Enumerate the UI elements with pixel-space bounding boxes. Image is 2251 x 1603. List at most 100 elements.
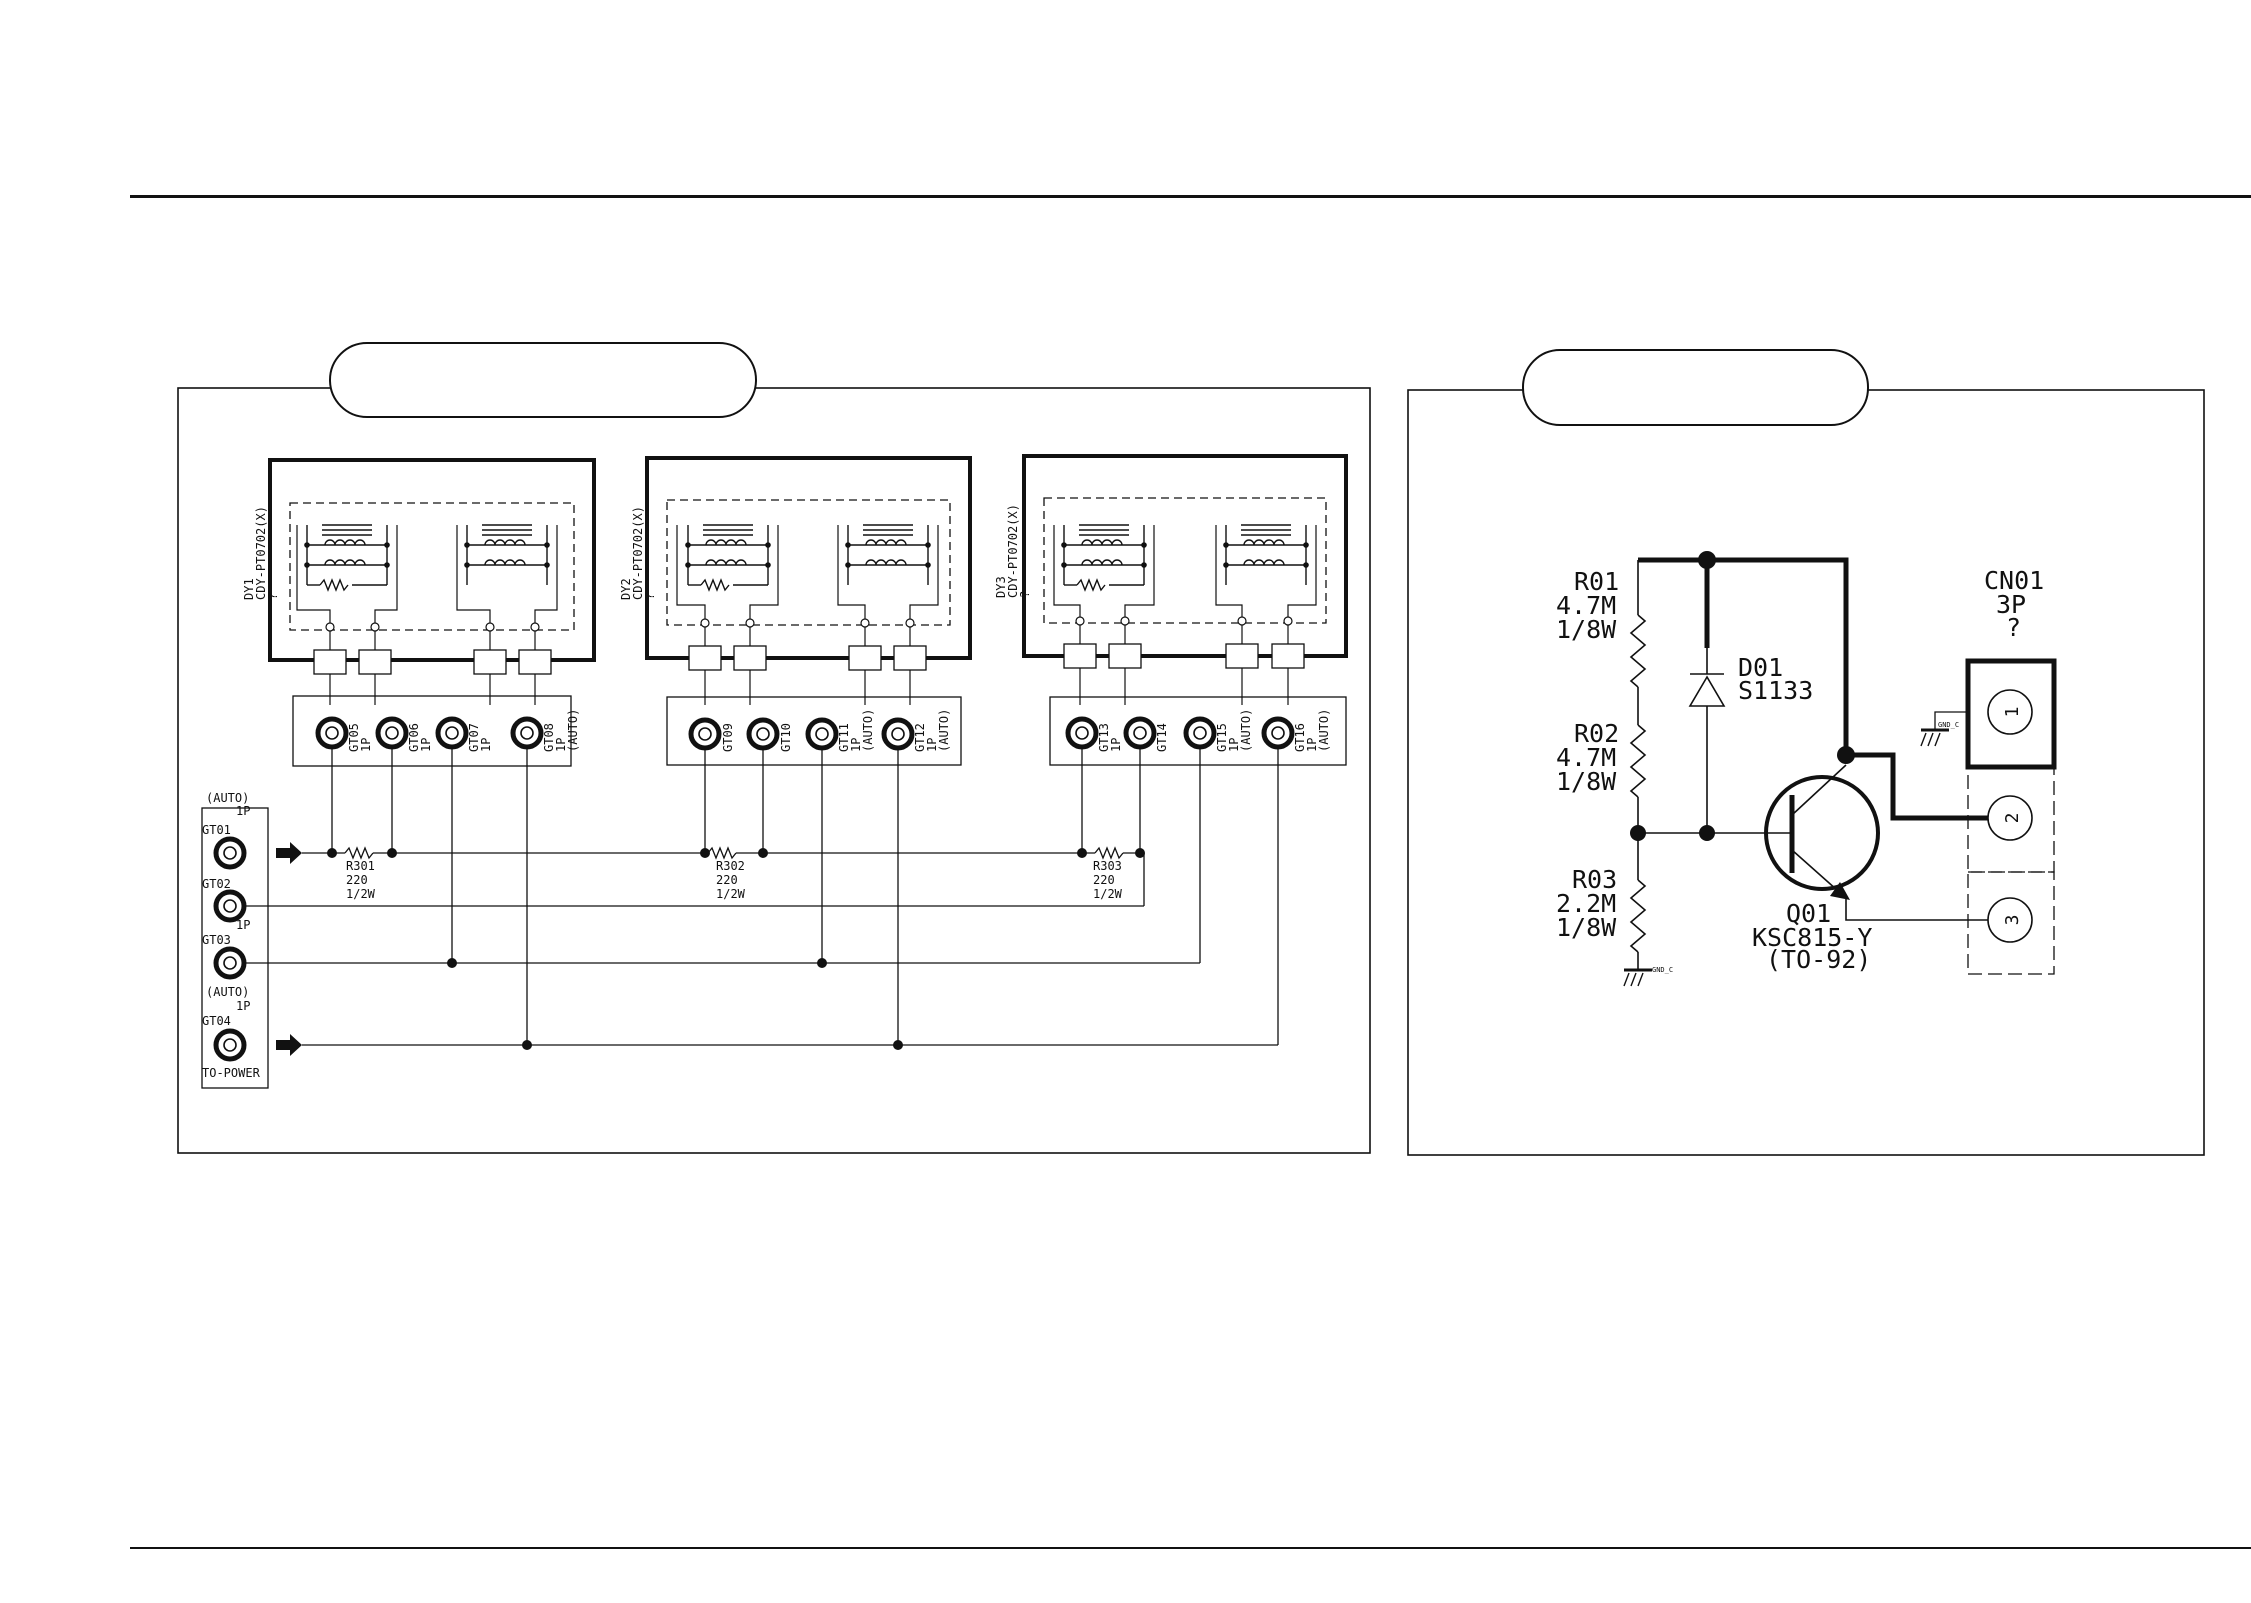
svg-text:GT10: GT10 (779, 723, 793, 752)
r303-value: 220 (1093, 873, 1115, 887)
gt14-label: GT14 (1155, 723, 1169, 752)
cn01-pins: 3P (1996, 590, 2026, 619)
gnd-label-r03: GND_C (1652, 966, 1673, 974)
svg-text:DY3: DY3 (994, 576, 1008, 598)
svg-text:1P: 1P (925, 738, 939, 752)
r03-power: 1/8W (1556, 913, 1617, 942)
r303-power: 1/2W (1093, 887, 1123, 901)
r302-power: 1/2W (716, 887, 746, 901)
arrow-gt01 (276, 842, 302, 864)
r03-value: 2.2M (1556, 889, 1616, 918)
gt04-pins: 1P (236, 999, 250, 1013)
cn01-pin3: 3 (2002, 915, 2023, 926)
svg-text:1P: 1P (554, 738, 568, 752)
bottom-rule (130, 1547, 2251, 1549)
svg-text:GT15: GT15 (1215, 723, 1229, 752)
svg-text:GT12: GT12 (913, 723, 927, 752)
terminal-gt14 (1126, 719, 1154, 747)
svg-text:?: ? (1018, 591, 1032, 598)
terminal-gt10 (749, 720, 777, 748)
terminal-gt01 (216, 839, 244, 867)
svg-text:1P: 1P (359, 738, 373, 752)
gt02-pins: 1P (236, 918, 250, 932)
input-connector-block (201, 807, 269, 1089)
q01-part: KSC815-Y (1752, 923, 1872, 952)
r03-label: R03 (1572, 865, 1617, 894)
r301-label: R301 (346, 859, 375, 873)
svg-text:CDY-PT0702(X): CDY-PT0702(X) (1006, 504, 1020, 598)
terminal-gt03 (216, 949, 244, 977)
right-panel-frame (1407, 389, 2205, 1156)
svg-text:CDY-PT0702(X): CDY-PT0702(X) (254, 506, 268, 600)
q01-package: (TO-92) (1766, 945, 1871, 974)
auto-label-mid: (AUTO) (206, 985, 249, 999)
svg-text:GT07: GT07 (467, 723, 481, 752)
terminal-gt15 (1186, 719, 1214, 747)
svg-text:GT06: GT06 (407, 723, 421, 752)
svg-text:1P: 1P (479, 738, 493, 752)
svg-text:(AUTO): (AUTO) (861, 709, 875, 752)
svg-text:1P: 1P (1227, 738, 1241, 752)
d01-label: D01 (1738, 653, 1783, 682)
gt01-label: GT01 (202, 823, 231, 837)
dy2-label: DY2 CDY-PT0702(X) ? (619, 506, 657, 600)
cn01-pin2: 2 (2002, 813, 2023, 824)
junction-dots (327, 848, 1145, 1050)
terminal-gt09 (691, 720, 719, 748)
svg-text:GT16: GT16 (1293, 723, 1307, 752)
svg-text:1P: 1P (1109, 738, 1123, 752)
deflection-yoke-dy3 (1022, 454, 1348, 669)
svg-text:GT09: GT09 (721, 723, 735, 752)
r301-value: 220 (346, 873, 368, 887)
cn01-pin1: 1 (2002, 707, 2023, 718)
terminal-gt16 (1264, 719, 1292, 747)
terminal-strip-2 (666, 696, 962, 766)
terminal-gt06 (378, 719, 406, 747)
r02-power: 1/8W (1556, 767, 1617, 796)
terminal-gt02 (216, 892, 244, 920)
svg-text:(AUTO): (AUTO) (566, 709, 580, 752)
deflection-yoke-dy1 (268, 458, 596, 675)
to-power-label: TO-POWER (202, 1066, 261, 1080)
terminal-gt04 (216, 1031, 244, 1059)
svg-text:GT13: GT13 (1097, 723, 1111, 752)
r301-power: 1/2W (346, 887, 376, 901)
cn01-question: ? (2006, 613, 2021, 642)
svg-text:GT11: GT11 (837, 723, 851, 752)
gt04-label: GT04 (202, 1014, 231, 1028)
terminal-gt05 (318, 719, 346, 747)
dy3-label: DY3 CDY-PT0702(X) ? (994, 504, 1032, 598)
gnd-label-cn01: GND_C (1938, 721, 1959, 729)
gt10-label: GT10 (779, 723, 793, 752)
gt15-auto-label: (AUTO) (1239, 709, 1253, 752)
svg-text:1P: 1P (849, 738, 863, 752)
auto-label-top: (AUTO) (206, 791, 249, 805)
svg-text:(AUTO): (AUTO) (937, 709, 951, 752)
r302-value: 220 (716, 873, 738, 887)
svg-text:1P: 1P (1305, 738, 1319, 752)
r01-value: 4.7M (1556, 591, 1616, 620)
left-panel-frame (177, 387, 1371, 1154)
deflection-yoke-dy2 (645, 456, 972, 671)
resistor-chain (1629, 560, 1647, 970)
svg-text:?: ? (643, 593, 657, 600)
svg-text:DY1: DY1 (242, 578, 256, 600)
r302-label: R302 (716, 859, 745, 873)
svg-text:(AUTO): (AUTO) (1317, 709, 1331, 752)
r01-label: R01 (1574, 567, 1619, 596)
gt09-label: GT09 (721, 723, 735, 752)
cn01-label: CN01 (1984, 566, 2044, 595)
dy1-label: DY1 CDY-PT0702(X) ? (242, 506, 280, 600)
arrow-gt04 (276, 1034, 302, 1056)
svg-text:?: ? (266, 593, 280, 600)
svg-text:GT08: GT08 (542, 723, 556, 752)
connector-cn01 (1965, 658, 2057, 975)
gt02-label: GT02 (202, 877, 231, 891)
